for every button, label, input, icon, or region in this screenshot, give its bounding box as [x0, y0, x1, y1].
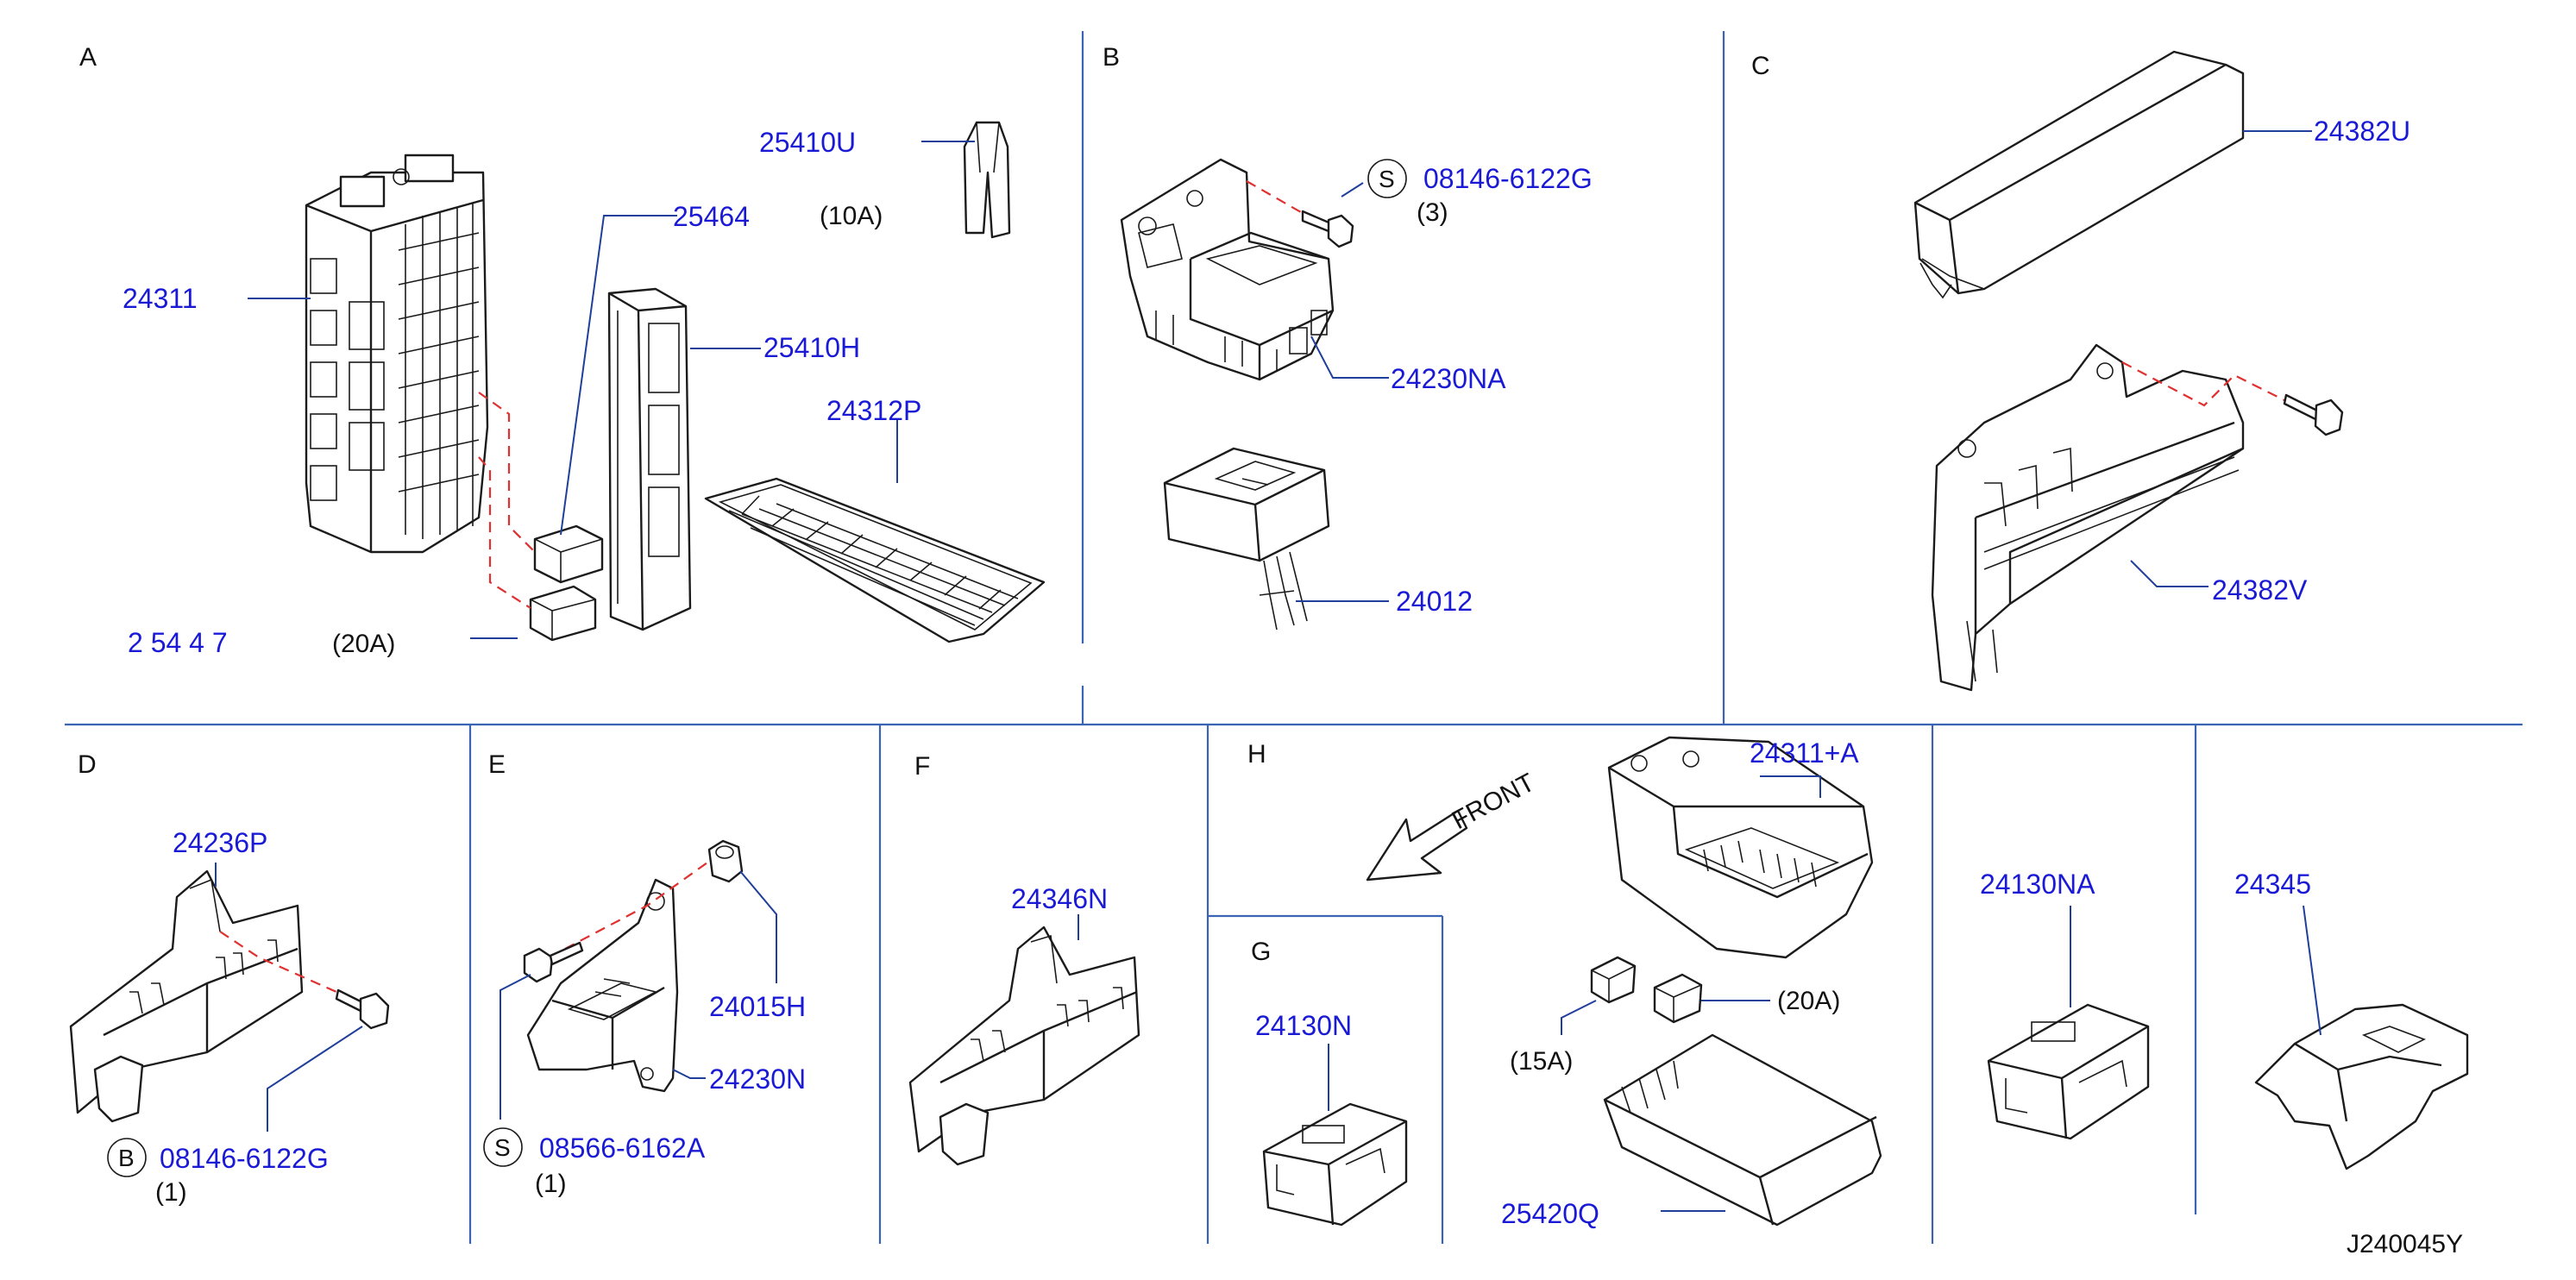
leader-24230N	[672, 1069, 706, 1079]
section-d: 24236P B 08146-6122G (1)	[69, 827, 390, 1207]
symbol-s-circle-e	[483, 1127, 523, 1167]
qty-1-e: (1)	[535, 1170, 567, 1198]
bracket-24230N	[526, 878, 679, 1093]
part-number-25420Q: 25420Q	[1501, 1198, 1599, 1229]
bracket-24346N	[908, 925, 1140, 1166]
leader-25464	[560, 215, 677, 536]
leader-08146-6122G-b	[1341, 182, 1364, 198]
part-number-24130N: 24130N	[1255, 1010, 1352, 1041]
section-dividers	[65, 31, 2523, 1244]
leader-24382V	[2130, 560, 2208, 587]
part-number-08146-6122G-d: 08146-6122G	[160, 1143, 329, 1174]
part-number-25410H: 25410H	[763, 332, 860, 363]
fuse-15a	[1590, 956, 1637, 1004]
diagram-code: J240045Y	[2347, 1230, 2463, 1258]
amp-rating-10a: (10A)	[820, 202, 883, 230]
assembly-line-c	[2121, 361, 2287, 407]
amp-rating-20a: (20A)	[1777, 987, 1840, 1015]
bracket-24345	[2254, 1003, 2469, 1170]
symbol-s-b: S	[1379, 166, 1395, 192]
part-number-08146-6122G-b: 08146-6122G	[1423, 163, 1593, 194]
section-e: 24015H 24230N S 08566-6162A (1)	[483, 839, 806, 1198]
section-label-g: G	[1251, 938, 1271, 966]
fuse-25464	[529, 524, 604, 642]
bracket-24382V	[1931, 343, 2245, 692]
bolt-08146-6122G-d	[335, 988, 390, 1030]
section-label-a: A	[79, 43, 97, 72]
label-sheet-24312P	[704, 477, 1046, 643]
part-number-24015H: 24015H	[709, 991, 806, 1022]
leader-15a	[1561, 1000, 1597, 1035]
bolt-24382V	[2283, 393, 2344, 436]
part-number-24311-a: 24311+A	[1750, 737, 1859, 769]
leader-24345	[2303, 905, 2322, 1036]
amp-rating-20a-partial: (20A)	[332, 630, 395, 658]
part-number-25410V-partial: 2 54 4 7	[128, 627, 228, 658]
leader-08566-6162A	[499, 974, 531, 1120]
part-number-24312P: 24312P	[826, 395, 921, 426]
part-number-24382U: 24382U	[2314, 116, 2410, 147]
relay-24012	[1163, 447, 1330, 631]
part-number-24230NA: 24230NA	[1391, 363, 1506, 394]
front-label: FRONT	[1448, 769, 1540, 836]
section-label-e: E	[488, 750, 506, 779]
connector-24130N	[1262, 1102, 1408, 1227]
fuse-block-24311	[305, 154, 489, 554]
screw-08566-6162A	[523, 941, 584, 983]
leader-24311-a	[1760, 775, 1821, 798]
leader-24015H	[739, 870, 777, 983]
part-number-25464: 25464	[673, 201, 750, 232]
assembly-line-a	[478, 392, 536, 609]
fuse-puller-25410H	[607, 287, 692, 631]
part-number-24382V: 24382V	[2212, 574, 2308, 605]
symbol-s-e: S	[494, 1134, 511, 1161]
bracket-24236P	[69, 869, 304, 1123]
section-label-c: C	[1751, 52, 1770, 80]
qty-3: (3)	[1417, 198, 1448, 227]
section-label-b: B	[1103, 43, 1120, 72]
symbol-s-circle-b	[1367, 159, 1407, 198]
qty-1-d: (1)	[155, 1178, 187, 1207]
section-label-d: D	[78, 750, 97, 779]
section-g: 24130N	[1255, 1010, 1408, 1227]
front-arrow	[1366, 809, 1468, 882]
section-24345: 24345	[2234, 869, 2469, 1170]
part-number-24311: 24311	[123, 283, 198, 314]
cover-25420Q	[1603, 1033, 1882, 1227]
part-number-25410U: 25410U	[759, 127, 856, 158]
part-number-24012: 24012	[1396, 586, 1473, 617]
section-label-f: F	[914, 752, 930, 781]
section-a: 24311 25410U (10A) 25464 25410H	[123, 121, 1046, 658]
section-24130NA: 24130NA	[1980, 869, 2150, 1140]
part-number-24130NA: 24130NA	[1980, 869, 2095, 900]
section-c: 24382U 24382V	[1913, 50, 2410, 692]
symbol-b-circle	[107, 1138, 147, 1177]
amp-rating-15a: (15A)	[1510, 1047, 1573, 1076]
section-h: FRONT 24311+A (15A) (20A)	[1366, 736, 1882, 1229]
fuse-box-24311-a	[1607, 736, 1874, 959]
clip-24015H	[707, 839, 744, 883]
symbol-b: B	[118, 1145, 135, 1171]
part-number-08566-6162A: 08566-6162A	[539, 1133, 706, 1164]
part-number-24345: 24345	[2234, 869, 2311, 900]
bolt-08146-6122G-b	[1301, 210, 1354, 248]
fuse-20a	[1653, 973, 1703, 1024]
section-b: S 08146-6122G (3) 24230NA 24012	[1120, 158, 1593, 631]
leader-24230NA	[1310, 336, 1389, 379]
fuse-25410U	[963, 121, 1011, 239]
section-label-h: H	[1247, 740, 1266, 769]
assembly-line-b	[1246, 180, 1308, 216]
bracket-24230NA	[1120, 158, 1335, 381]
part-number-24230N: 24230N	[709, 1064, 806, 1095]
connector-24130NA	[1987, 1003, 2150, 1140]
assembly-line-e	[564, 862, 708, 950]
part-number-24346N: 24346N	[1011, 883, 1108, 914]
part-number-24236P: 24236P	[173, 827, 267, 858]
section-f: 24346N	[908, 883, 1140, 1166]
leader-08146-6122G-d	[267, 1026, 363, 1132]
cover-24382U	[1913, 50, 2245, 299]
